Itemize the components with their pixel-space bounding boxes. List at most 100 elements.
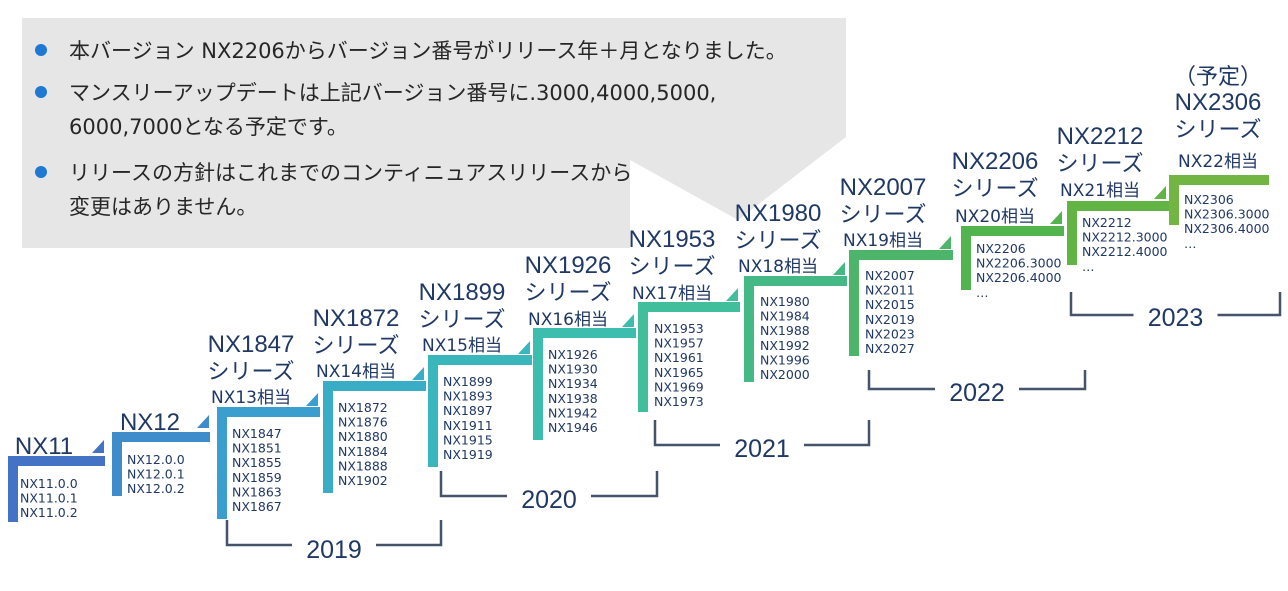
bracket-left (653, 420, 720, 447)
release-title-line: NX1980 (735, 200, 822, 227)
version-item: NX12.0.2 (127, 481, 185, 496)
version-item: NX1902 (338, 473, 388, 488)
version-item: NX1897 (443, 403, 493, 418)
version-item: NX1899 (443, 374, 493, 389)
version-item: NX1938 (548, 391, 598, 406)
version-item: NX2212.3000 (1082, 230, 1168, 245)
version-item: NX1911 (443, 418, 493, 433)
release-title-line: NX2206 (952, 148, 1039, 175)
step-riser (428, 355, 438, 467)
version-item: NX2019 (865, 312, 915, 327)
step-bar (217, 407, 320, 417)
step-arrow-icon (92, 440, 104, 453)
version-item: NX2206.4000 (976, 270, 1062, 285)
bracket-right (1019, 370, 1087, 391)
version-item: NX1893 (443, 389, 493, 404)
release-title-line: NX12 (120, 409, 180, 436)
step-bar (323, 381, 426, 391)
bracket-right (376, 520, 443, 547)
release-title-line: シリーズ (735, 229, 822, 254)
release-equivalent: NX18相当 (738, 257, 818, 277)
release-title-line: NX2007 (840, 174, 927, 201)
version-item: NX1884 (338, 444, 388, 459)
release-step-nx1899: NX1899シリーズNX15相当NX1899NX1893NX1897NX1911… (419, 279, 532, 467)
version-item: NX1969 (654, 379, 704, 394)
year-bracket-2019: 2019 (225, 520, 443, 564)
release-step-nx1980: NX1980シリーズNX18相当NX1980NX1984NX1988NX1992… (735, 200, 847, 382)
release-step-nx1872: NX1872シリーズNX14相当NX1872NX1876NX1880NX1884… (313, 305, 426, 493)
version-item: NX2023 (865, 326, 915, 341)
version-item: NX1863 (232, 484, 282, 499)
step-bar (8, 456, 105, 466)
callout-bullet-line: マンスリーアップデートは上記バージョン番号に.3000,4000,5000, (69, 81, 716, 105)
release-title-line: シリーズ (525, 281, 612, 306)
bracket-right (591, 471, 659, 498)
step-bar (744, 276, 847, 286)
step-bar (1067, 201, 1169, 211)
version-item: NX1919 (443, 447, 493, 462)
version-item: NX1961 (654, 350, 704, 365)
step-riser (744, 276, 754, 382)
step-bar (1169, 175, 1269, 185)
step-riser (323, 381, 333, 493)
step-riser (533, 328, 543, 440)
year-label: 2020 (521, 486, 577, 514)
step-riser (8, 456, 18, 522)
version-item: NX1888 (338, 458, 388, 473)
version-item: NX1946 (548, 420, 598, 435)
release-equivalent: NX14相当 (316, 362, 396, 382)
step-arrow-icon (197, 415, 209, 428)
callout-bullet-line: 6000,7000となる予定です。 (69, 115, 348, 139)
release-title-line: シリーズ (1057, 152, 1144, 177)
version-item: NX1855 (232, 455, 282, 470)
release-equivalent: NX20相当 (955, 207, 1035, 227)
bracket-right (804, 420, 871, 447)
callout-bullet-line: 変更はありません。 (69, 195, 257, 219)
release-title-line: NX2306 (1175, 89, 1262, 116)
release-step-nx2206: NX2206シリーズNX20相当NX2206NX2206.3000NX2206.… (952, 148, 1064, 300)
release-title-line: シリーズ (952, 177, 1039, 202)
version-item: NX11.0.2 (20, 505, 78, 520)
version-item: NX1872 (338, 400, 388, 415)
version-item: NX2306.3000 (1184, 207, 1270, 222)
release-title-line: NX11 (15, 433, 73, 460)
version-item: … (1082, 259, 1095, 274)
version-item: NX1880 (338, 429, 388, 444)
release-title-line: NX2212 (1057, 123, 1144, 150)
callout-bullet-line: リリースの方針はこれまでのコンティニュアスリリースから (69, 161, 632, 185)
release-step-nx1953: NX1953シリーズNX17相当NX1953NX1957NX1961NX1965… (629, 226, 740, 412)
release-title-line: シリーズ (1175, 118, 1262, 143)
release-title-line: シリーズ (313, 334, 400, 359)
step-riser (1067, 201, 1077, 265)
callout-box (22, 18, 846, 248)
year-bracket-2022: 2022 (867, 370, 1087, 407)
callout: 本バージョン NX2206からバージョン番号がリリース年＋月となりました。マンス… (22, 18, 846, 248)
version-item: NX2212.4000 (1082, 244, 1168, 259)
bracket-left (1069, 292, 1134, 317)
version-item: NX2206.3000 (976, 256, 1062, 271)
step-riser (638, 302, 648, 412)
year-label: 2019 (306, 536, 362, 564)
version-item: NX1988 (760, 323, 810, 338)
version-item: NX1876 (338, 415, 388, 430)
release-title-line: NX1926 (525, 252, 612, 279)
bullet-dot-icon (35, 166, 47, 178)
step-bar (961, 226, 1064, 236)
step-arrow-icon (622, 314, 634, 327)
release-title-line: NX1953 (629, 226, 716, 253)
release-equivalent: NX16相当 (528, 310, 608, 330)
version-item: NX1980 (760, 294, 810, 309)
release-equivalent: NX19相当 (843, 231, 923, 251)
version-item: NX1934 (548, 376, 598, 391)
release-title-line: シリーズ (629, 255, 716, 280)
version-item: NX11.0.0 (20, 476, 78, 491)
release-steps: NX11NX11.0.0NX11.0.1NX11.0.2NX12NX12.0.0… (8, 65, 1270, 522)
release-title-line: シリーズ (419, 308, 506, 333)
version-item: NX1984 (760, 309, 810, 324)
version-item: NX1851 (232, 441, 282, 456)
release-title-line: シリーズ (208, 360, 295, 385)
bracket-left (867, 370, 935, 391)
version-item: NX12.0.1 (127, 467, 185, 482)
year-label: 2021 (734, 435, 790, 463)
